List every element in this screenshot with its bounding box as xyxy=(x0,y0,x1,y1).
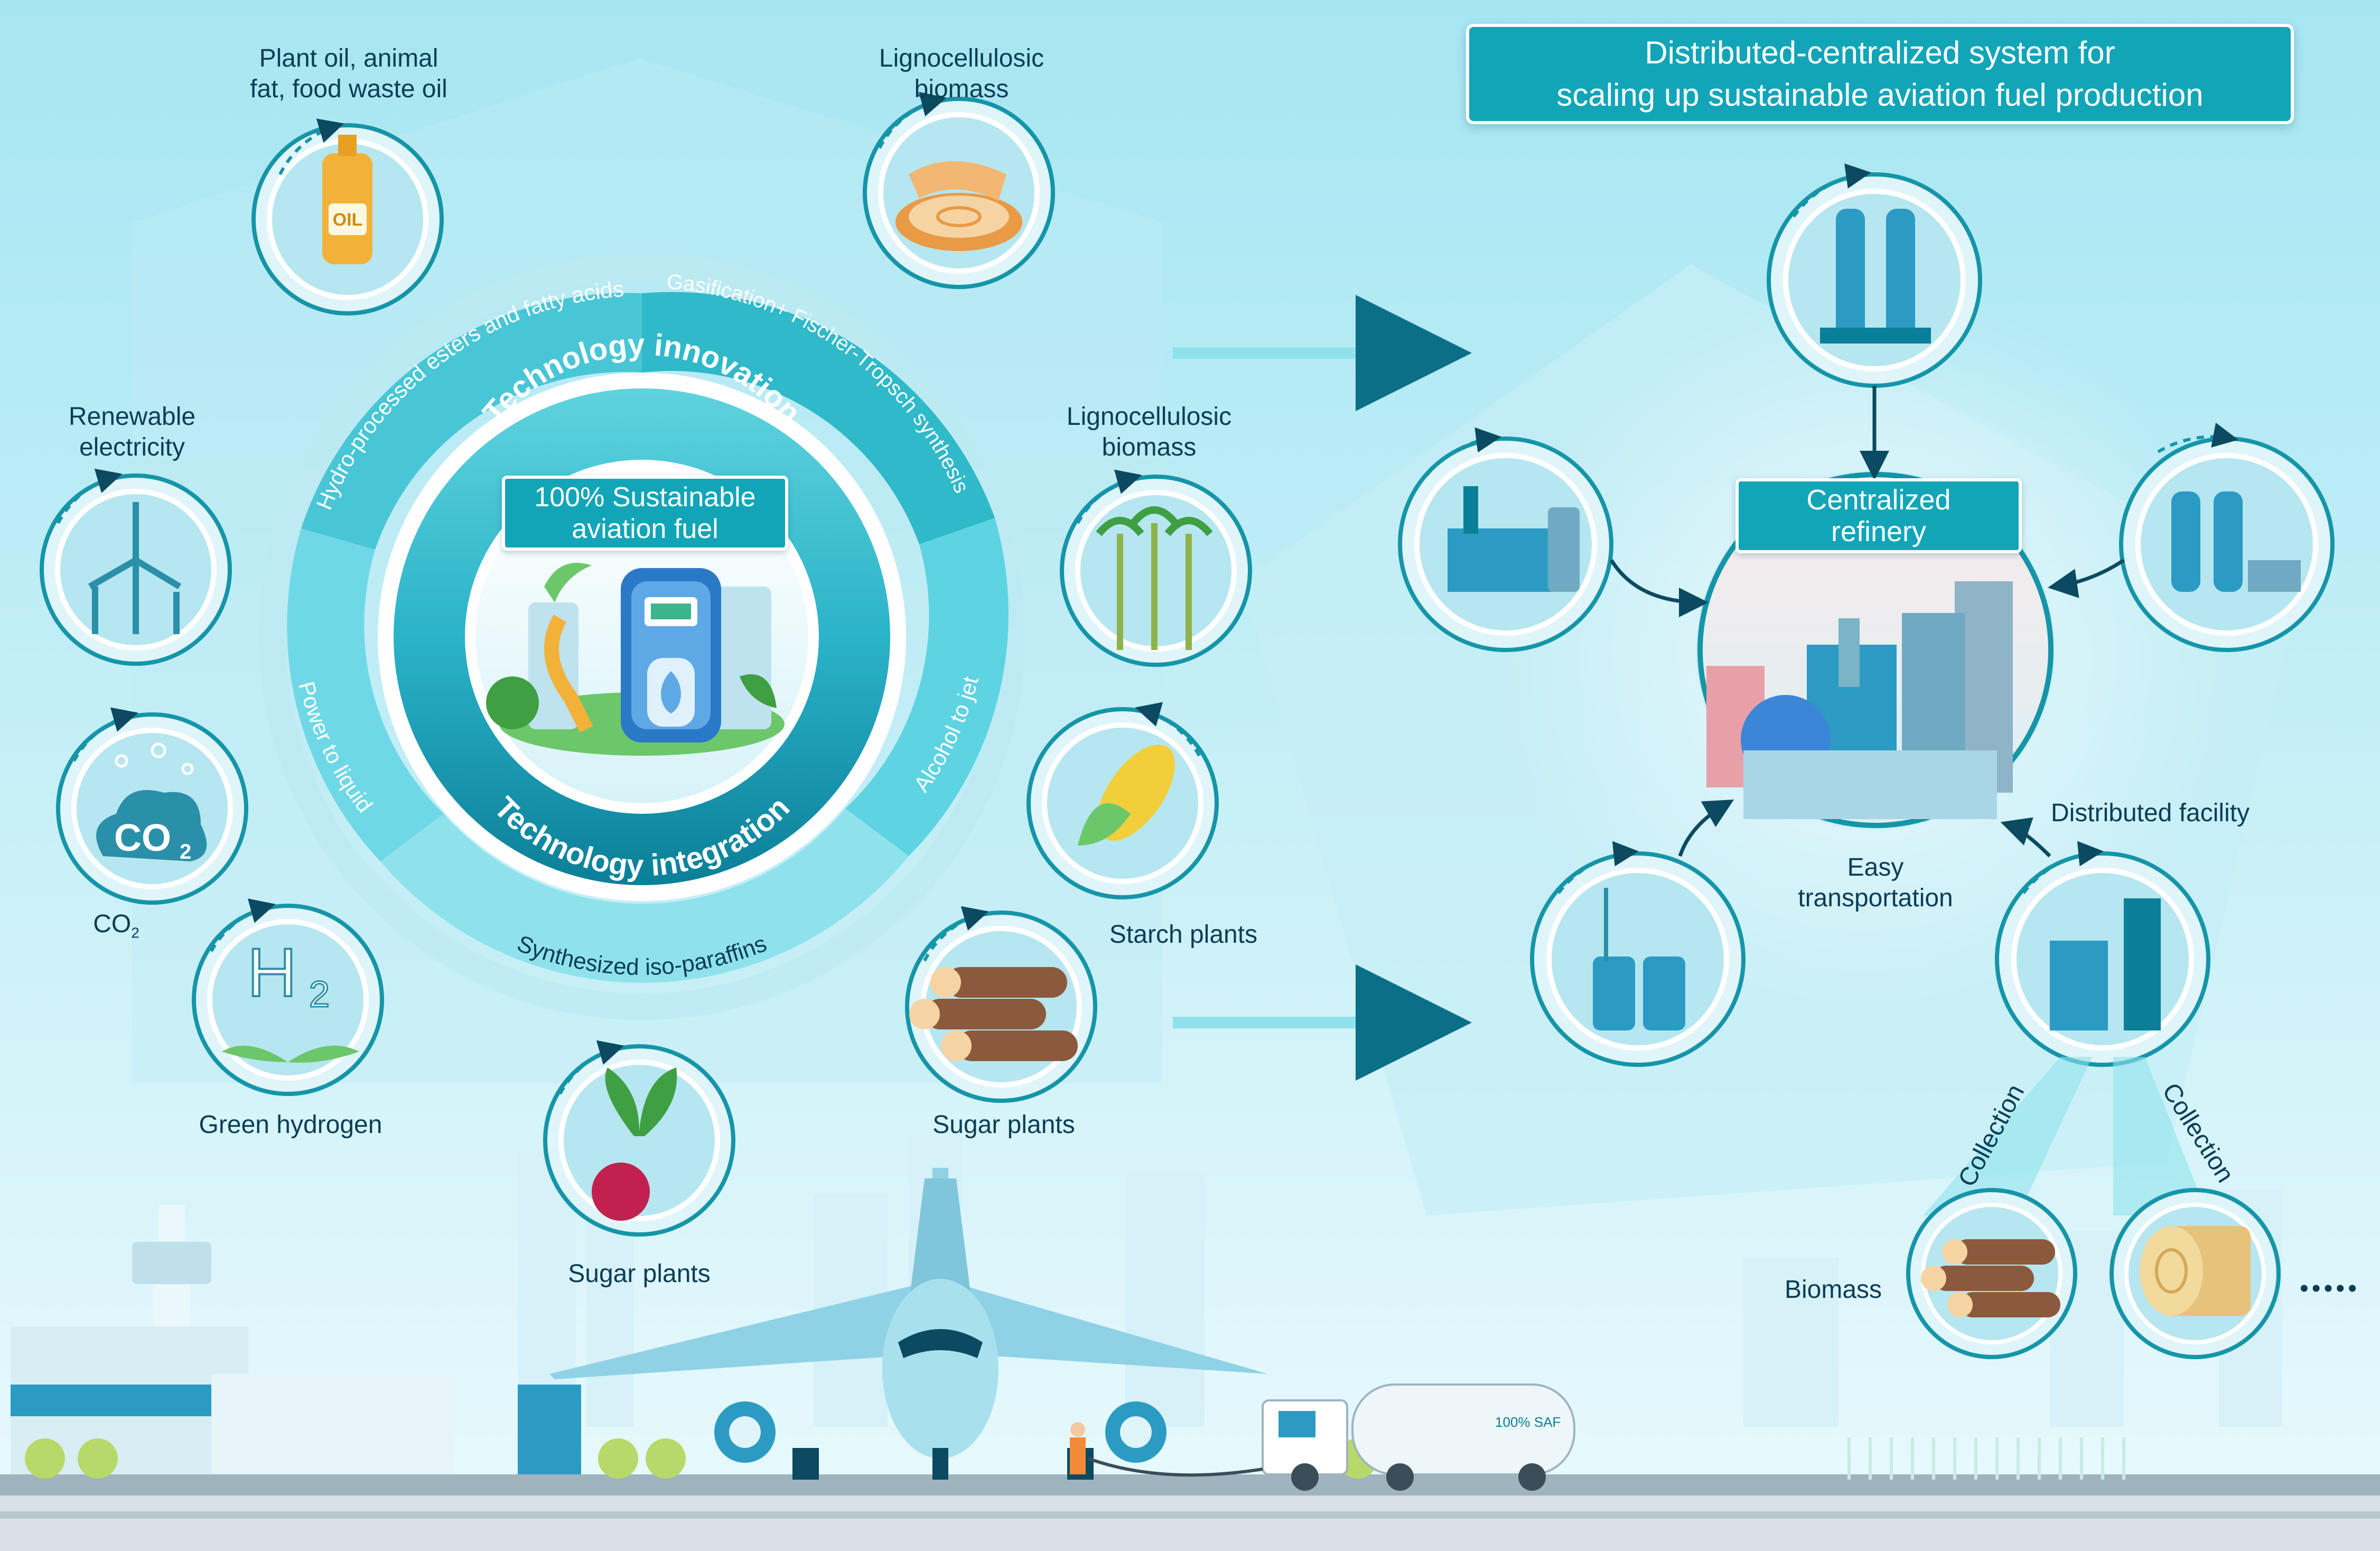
plant-right xyxy=(2119,422,2335,652)
segment-hefa xyxy=(301,293,642,550)
co2-icon-text: CO xyxy=(114,817,171,859)
system-title: Distributed-centralized system for scali… xyxy=(1466,24,2294,124)
label-easy-transportation: Easy transportation xyxy=(1798,853,1953,912)
feedstock-bamboo xyxy=(1060,469,1252,667)
sugarcane-icon xyxy=(1117,523,1192,650)
feedstock-wind xyxy=(40,468,232,666)
segment-ptl xyxy=(287,528,444,861)
collection-beam-right xyxy=(2113,1057,2208,1215)
refinery-badge-line-2: refinery xyxy=(1831,516,1927,547)
wind-turbine-icon xyxy=(88,502,182,634)
label-co2: CO2 xyxy=(93,910,139,941)
biomass-logs xyxy=(1906,1188,2077,1359)
crop-field xyxy=(1847,1437,2125,1480)
segment-ft xyxy=(642,292,995,544)
label-starch: Starch plants xyxy=(1109,921,1258,949)
oil-bottle-label: OIL xyxy=(333,210,363,230)
airplane xyxy=(549,1168,1268,1480)
title-line-2: scaling up sustainable aviation fuel pro… xyxy=(1556,77,2204,113)
feedstock-beet xyxy=(543,1040,735,1237)
co2-icon-subscript: 2 xyxy=(180,840,191,863)
label-ligno-right: Lignocellulosic biomass xyxy=(1066,403,1232,461)
segment-sip xyxy=(380,809,909,983)
label-ligno-top: Lignocellulosic biomass xyxy=(879,44,1044,103)
leaf-icon xyxy=(222,1045,359,1063)
feedstock-corn xyxy=(1026,702,1219,899)
collection-beam-left xyxy=(1923,1057,2092,1215)
centralized-refinery xyxy=(1696,470,2055,830)
distributed-facility xyxy=(1995,841,2210,1067)
ground-worker xyxy=(1070,1422,1263,1477)
title-line-1: Distributed-centralized system for xyxy=(1645,35,2115,70)
feedstock-logs xyxy=(905,906,1097,1103)
label-sugar-bottom: Sugar plants xyxy=(568,1260,711,1288)
plant-top xyxy=(1767,163,1982,388)
label-sugar-right: Sugar plants xyxy=(932,1111,1075,1139)
more-ellipsis: ••••• xyxy=(2299,1275,2360,1303)
h2-icon-text: H xyxy=(247,934,297,1011)
co2-cloud-icon xyxy=(96,790,207,861)
label-green-hydrogen: Green hydrogen xyxy=(199,1111,382,1139)
plant-left xyxy=(1398,427,1613,652)
refinery-badge-line-1: Centralized xyxy=(1806,484,1951,516)
label-oil: Plant oil, animal fat, food waste oil xyxy=(250,44,447,103)
feedstock-oil: OIL xyxy=(251,118,444,315)
saf-badge: 100% Sustainable aviation fuel xyxy=(502,476,788,551)
feedstock-wood-top xyxy=(863,91,1055,289)
feedstock-h2: H 2 xyxy=(192,898,384,1096)
logs-icon xyxy=(909,967,1078,1061)
segment-atj xyxy=(845,518,1009,856)
saf-badge-line-1: 100% Sustainable xyxy=(534,482,756,513)
airport-scene xyxy=(0,1205,2380,1551)
feedstock-co2: CO 2 xyxy=(56,707,248,905)
saf-pump-illustration xyxy=(486,563,785,756)
biomass-hay xyxy=(2110,1188,2281,1359)
saf-badge-line-2: aviation fuel xyxy=(572,514,718,544)
tanker-label: 100% SAF xyxy=(1495,1414,1561,1430)
centralized-refinery-badge: Centralized refinery xyxy=(1735,478,2022,553)
label-distributed-facility: Distributed facility xyxy=(2050,799,2250,827)
label-biomass: Biomass xyxy=(1784,1276,1882,1304)
beet-icon xyxy=(592,1163,650,1221)
flow-arrows xyxy=(1610,386,2125,858)
h2-icon-subscript: 2 xyxy=(309,973,330,1015)
label-renewable: Renewable electricity xyxy=(68,403,196,461)
plant-bottom-left xyxy=(1530,841,1746,1067)
fuel-truck: 100% SAF xyxy=(1262,1383,1575,1491)
beet-leaves-icon xyxy=(605,1067,677,1136)
